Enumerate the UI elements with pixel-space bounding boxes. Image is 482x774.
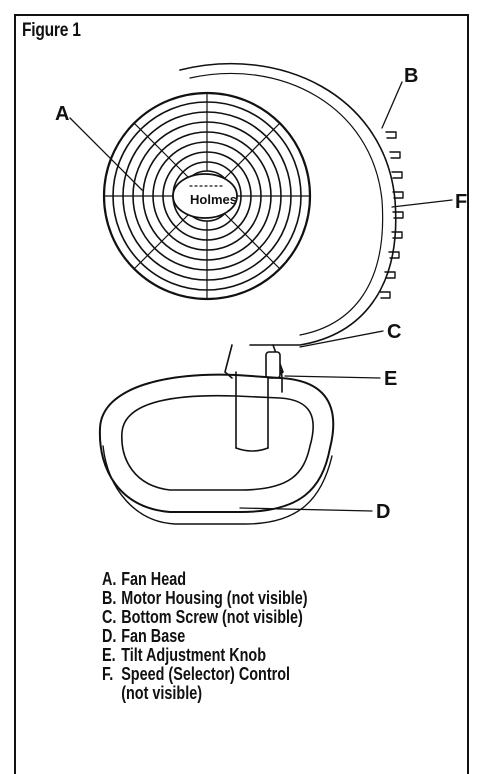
fan-base bbox=[98, 373, 335, 525]
leader-lines bbox=[69, 81, 453, 512]
callout-b: B bbox=[404, 65, 418, 87]
legend-item: F.Speed (Selector) Control bbox=[102, 664, 291, 684]
figure-title: Figure 1 bbox=[22, 20, 81, 41]
callout-f: F bbox=[455, 191, 467, 213]
legend-item: C.Bottom Screw (not visible) bbox=[102, 607, 303, 627]
callout-a: A bbox=[55, 103, 69, 125]
tilt-knob bbox=[265, 351, 281, 379]
callout-e: E bbox=[384, 368, 397, 390]
parts-legend: A.Fan Head B.Motor Housing (not visible)… bbox=[102, 570, 406, 703]
brand-logo: Holmes bbox=[190, 192, 237, 207]
center-hub bbox=[172, 173, 238, 219]
legend-item: A.Fan Head bbox=[102, 569, 187, 589]
housing-ribs bbox=[379, 131, 404, 299]
legend-continuation: (not visible) bbox=[121, 683, 203, 703]
callout-d: D bbox=[376, 501, 390, 523]
legend-item: D.Fan Base bbox=[102, 626, 186, 646]
legend-item: B.Motor Housing (not visible) bbox=[102, 588, 308, 608]
legend-item: E.Tilt Adjustment Knob bbox=[102, 645, 266, 665]
callout-c: C bbox=[387, 321, 401, 343]
figure-frame bbox=[14, 14, 469, 774]
